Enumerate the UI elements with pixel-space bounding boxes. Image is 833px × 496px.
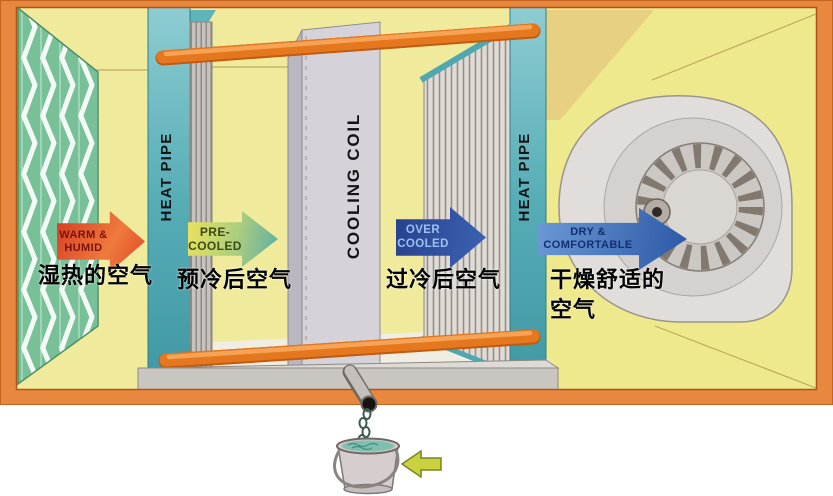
heat-pipe-right-column xyxy=(509,5,547,393)
cooling-coil-slab xyxy=(287,21,381,381)
duct-frame xyxy=(0,0,833,405)
caption-warm-humid-zh: 湿热的空气 xyxy=(38,262,153,292)
arrow-pre-cooled-label: PRE- COOLED xyxy=(188,225,242,253)
air-filter xyxy=(17,6,99,386)
condensate-bucket xyxy=(333,437,400,495)
caption-line: 干燥舒适的 xyxy=(550,268,666,293)
caption-line: 湿热的空气 xyxy=(38,264,154,289)
caption-line: 空气 xyxy=(550,298,597,323)
condensate-drain-tube xyxy=(342,364,378,413)
bucket-pointer-arrow-icon xyxy=(400,449,442,479)
arrow-label-line: COOLED xyxy=(397,237,449,250)
bucket-handle xyxy=(333,449,400,489)
arrow-label-line: WARM & xyxy=(59,228,108,241)
arrow-label-line: HUMID xyxy=(64,241,103,254)
heat-pipe-right-label: HEAT PIPE xyxy=(516,132,533,222)
caption-dry-comfortable-zh: 干燥舒适的 空气 xyxy=(550,266,665,326)
refrigerant-pipe-top xyxy=(155,23,541,66)
caption-line: 预冷后空气 xyxy=(177,268,293,293)
arrow-label-line: COOLED xyxy=(188,239,242,253)
arrow-over-cooled-label: OVER COOLED xyxy=(396,224,450,251)
arrow-dry-comfortable-label: DRY & COMFORTABLE xyxy=(537,226,639,252)
arrow-label-line: DRY & xyxy=(570,226,606,239)
caption-pre-cooled-zh: 预冷后空气 xyxy=(177,266,292,296)
arrow-label-line: COMFORTABLE xyxy=(543,239,633,251)
duct-corner-shading xyxy=(546,10,654,120)
heat-pipe-right-coil xyxy=(419,24,512,375)
blower-fan xyxy=(558,95,793,323)
arrow-label-line: PRE- xyxy=(199,224,231,239)
caption-line: 过冷后空气 xyxy=(386,268,502,293)
heat-pipe-left-coil xyxy=(189,21,213,379)
perspective-lines xyxy=(96,13,817,389)
fan-blades xyxy=(637,144,763,270)
arrow-warm-humid-label: WARM & HUMID xyxy=(57,229,110,255)
cooling-coil-label: COOLING COIL xyxy=(344,112,363,260)
caption-over-cooled-zh: 过冷后空气 xyxy=(386,266,501,296)
refrigerant-pipe-bottom xyxy=(158,329,541,369)
arrow-label-line: OVER xyxy=(405,223,441,236)
heat-pipe-left-label: HEAT PIPE xyxy=(158,132,175,222)
